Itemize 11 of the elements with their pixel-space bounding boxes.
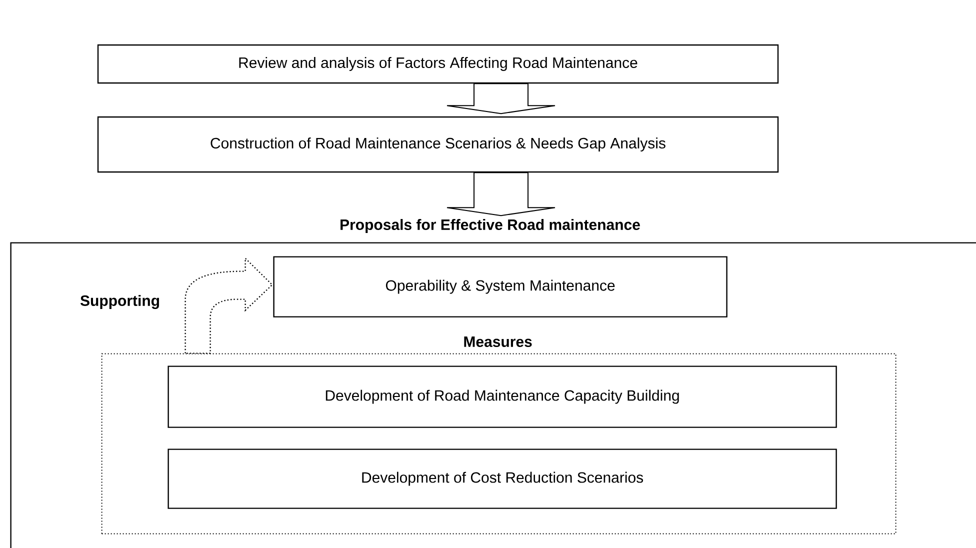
process-box: Review and analysis of Factors Affecting Road Maintenance — [97, 44, 779, 84]
curved-arrow — [184, 258, 273, 354]
block-arrow — [446, 172, 556, 216]
process-box: Development of Road Maintenance Capacity Building — [168, 366, 837, 428]
section-heading: Proposals for Effective Road maintenance — [340, 219, 640, 233]
process-box: Development of Cost Reduction Scenarios — [168, 448, 837, 509]
edge-label: Supporting — [80, 294, 159, 310]
group-heading: Measures — [464, 336, 532, 348]
process-box: Construction of Road Maintenance Scenarios & Needs Gap Analysis — [97, 116, 779, 173]
block-arrow — [446, 83, 556, 114]
process-box: Operability & System Maintenance — [273, 256, 728, 318]
